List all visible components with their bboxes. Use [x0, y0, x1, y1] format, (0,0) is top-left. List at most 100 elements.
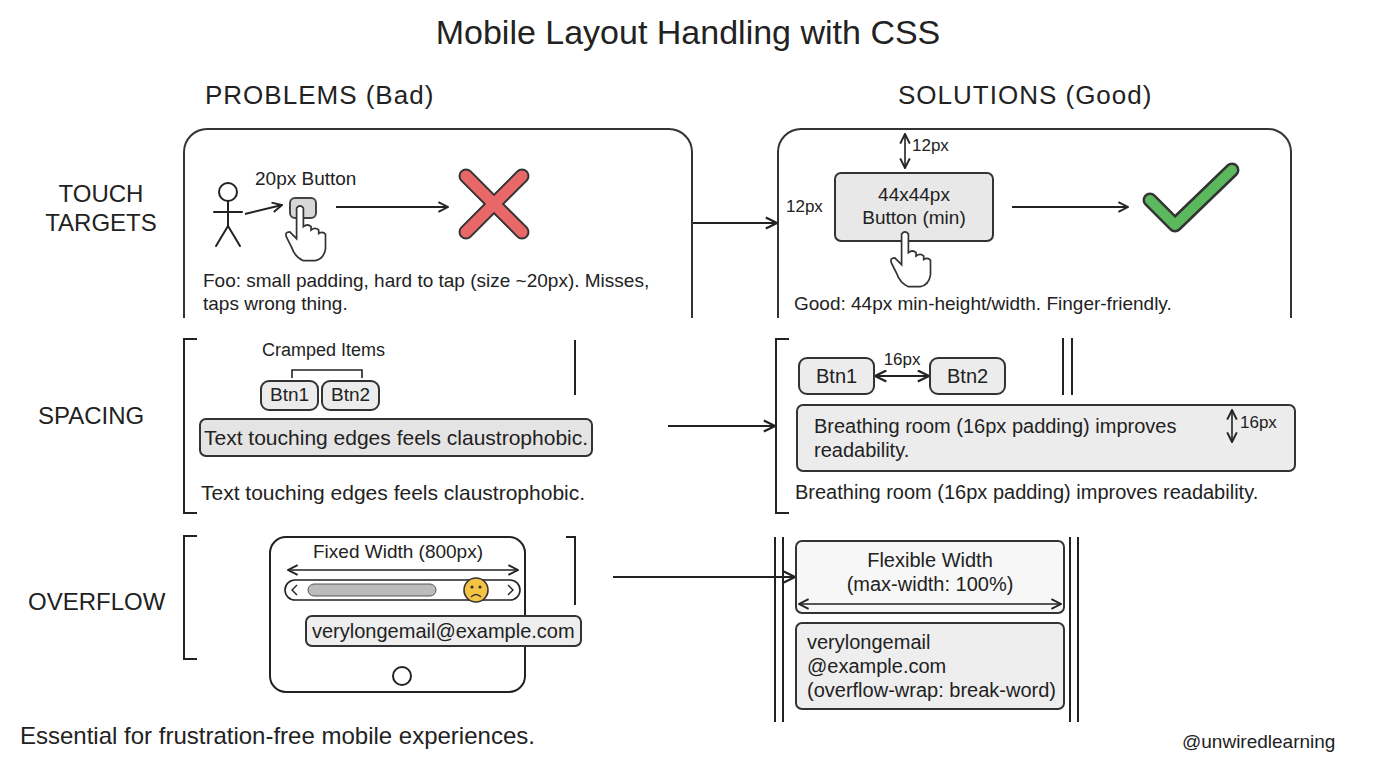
node-text: Foo: small padding, hard to tap (size ~2… — [203, 270, 683, 316]
text-label: Cramped Items — [262, 340, 385, 362]
frame-bracket — [566, 537, 575, 605]
box: Btn1 — [260, 380, 319, 411]
sketch-stroke — [471, 595, 481, 598]
text-label: SPACING — [38, 402, 144, 431]
connector-arrow — [693, 222, 777, 224]
node-text: Good: 44px min-height/width. Finger-frie… — [794, 293, 1172, 316]
node-text: Flexible Width — [867, 548, 993, 572]
sketch-stroke — [214, 211, 242, 213]
sketch-stroke — [227, 201, 229, 226]
bracket-line — [184, 339, 197, 513]
node-text: Btn1 — [816, 364, 857, 388]
sketch-stroke — [464, 578, 488, 602]
text-label: 12px — [912, 136, 949, 156]
text-label: SOLUTIONS (Good) — [898, 80, 1152, 111]
node-text: 20px Button — [255, 168, 356, 191]
connector-arrow — [613, 576, 795, 578]
box: 44x44pxButton (min) — [834, 172, 994, 242]
box: Text touching edges feels claustrophobic… — [199, 418, 593, 457]
dimension-arrow — [799, 603, 1061, 605]
box: Breathing room (16px padding) improves r… — [796, 404, 1296, 472]
sketch-stroke — [1150, 170, 1232, 225]
edge-label: 16px — [882, 350, 923, 370]
sketch-stroke — [336, 206, 448, 208]
node-text: @example.com — [807, 654, 946, 678]
panel: Btn1 Btn2Breathing room (16px padding) im… — [775, 338, 1360, 514]
sketch-stroke — [245, 205, 282, 214]
sketch-stroke — [1012, 206, 1128, 208]
home-button — [393, 667, 411, 685]
node-text: Button (min) — [862, 207, 965, 230]
panel: 20px ButtonFoo: small padding, hard to t… — [183, 128, 693, 318]
sketch-stroke — [1071, 338, 1073, 395]
bracket-line — [184, 536, 197, 659]
sketch-stroke — [470, 585, 473, 588]
box: Btn2 — [321, 380, 380, 411]
sketch-stroke — [782, 537, 784, 722]
sketch-stroke — [1062, 338, 1064, 395]
hand-cursor — [286, 206, 931, 287]
text-label: @unwiredlearning — [1182, 731, 1335, 754]
check-mark — [1150, 170, 1232, 225]
sketch-stroke — [466, 176, 522, 232]
frame-line — [574, 340, 576, 395]
stick-figure — [214, 183, 242, 246]
node-text: Btn2 — [331, 384, 370, 407]
sketch-stroke — [478, 585, 481, 588]
panel: Btn1 Btn2Text touching edges feels claust… — [183, 338, 668, 514]
group-bracket — [292, 370, 362, 378]
sad-face — [464, 578, 488, 602]
dimension-arrow — [288, 569, 518, 571]
sketch-stroke — [1069, 537, 1071, 722]
flow-arrow — [245, 205, 1128, 214]
node-text: (max-width: 100%) — [847, 572, 1014, 596]
bracket-line — [776, 339, 789, 513]
connector-arrow — [668, 425, 775, 427]
node-text: Text touching edges feels claustrophobic… — [204, 425, 588, 450]
box: verylongemail@example.com — [305, 615, 582, 647]
box: Btn2 — [929, 357, 1006, 395]
node-text: Btn2 — [947, 364, 988, 388]
sketch-stroke — [228, 226, 240, 246]
connector-arrow — [875, 375, 929, 377]
node-text: Btn1 — [270, 384, 309, 407]
sketch-stroke — [1077, 537, 1079, 722]
dimension-arrow — [1231, 410, 1233, 442]
node-text: (overflow-wrap: break-word) — [807, 678, 1056, 702]
text-label: PROBLEMS (Bad) — [205, 80, 434, 111]
text-label: 12px — [786, 197, 823, 217]
node-text: verylongemail — [807, 630, 930, 654]
node-text: verylongemail@example.com — [312, 619, 575, 643]
sketch-stroke — [219, 183, 237, 201]
cross-mark — [466, 176, 522, 232]
node-text: Breathing room (16px padding) improves r… — [795, 480, 1258, 504]
sketch-stroke — [774, 537, 776, 722]
caption: Essential for frustration-free mobile ex… — [20, 722, 535, 751]
text-label: OVERFLOW — [28, 588, 165, 617]
box: Btn1 — [798, 357, 875, 395]
box: Flexible Width(max-width: 100%) — [795, 540, 1065, 614]
dimension-arrow — [904, 134, 906, 168]
node-text: Text touching edges feels claustrophobic… — [201, 480, 585, 505]
sketch-stroke — [216, 226, 228, 246]
title: Mobile Layout Handling with CSS — [0, 12, 1376, 53]
sketch-stroke — [308, 584, 436, 596]
node-text: Fixed Width (800px) — [313, 541, 483, 564]
sketch-stroke — [286, 206, 326, 261]
frame-line — [775, 338, 1078, 722]
sketch-stroke — [466, 176, 522, 232]
node-text: 44x44px — [878, 184, 950, 207]
sketch-stroke — [891, 232, 931, 287]
panel: verylongemail@example.com Fixed Width (80… — [183, 535, 613, 660]
node-text: Breathing room (16px padding) improves r… — [814, 414, 1214, 462]
sketch-stroke — [1150, 170, 1232, 225]
box: verylongemail@example.com(overflow-wrap:… — [795, 622, 1065, 710]
text-label: TOUCH TARGETS — [22, 180, 180, 238]
panel: 44x44pxButton (min) Good: 44px min-height… — [777, 128, 1292, 318]
